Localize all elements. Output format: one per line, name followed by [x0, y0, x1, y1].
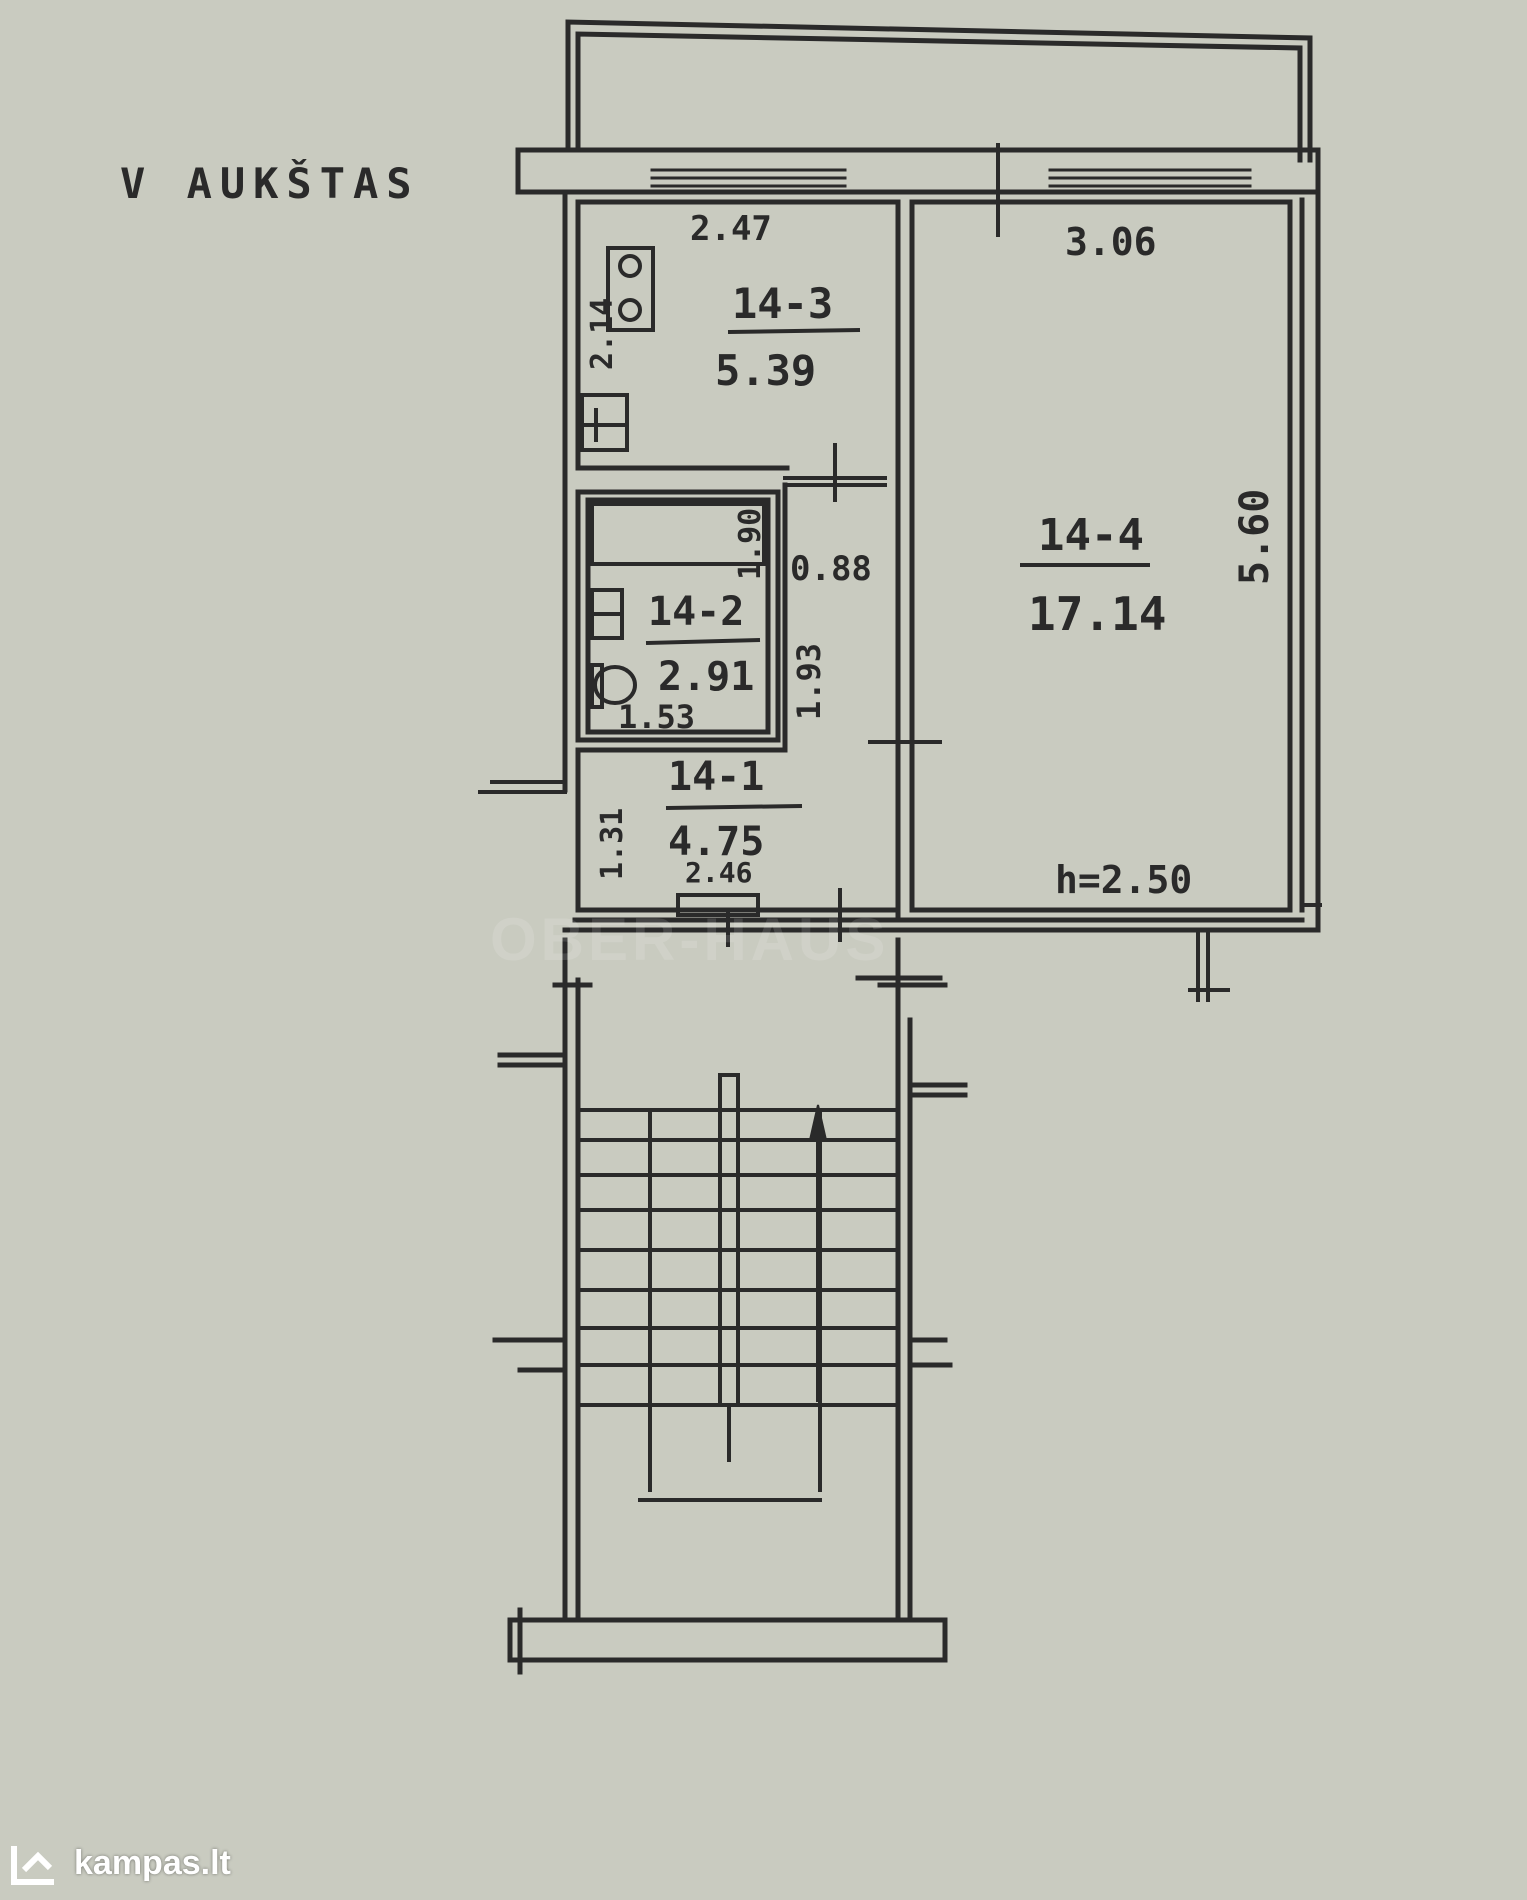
kitchen-walls — [575, 199, 1293, 923]
stair-handrail — [718, 1073, 740, 1462]
dim-hall-width: 1.31 — [595, 808, 630, 880]
closet-door — [783, 443, 887, 502]
room-14-3-area: 5.39 — [715, 346, 816, 395]
room-door-marks — [868, 698, 942, 782]
bathtub-icon — [590, 502, 766, 566]
floor-label: V AUKŠTAS — [120, 158, 420, 208]
room-14-2-id: 14-2 — [648, 589, 744, 635]
room-14-2-area: 2.91 — [658, 654, 754, 700]
room-14-1-area: 4.75 — [668, 819, 764, 865]
dim-bath-depth: 1.90 — [733, 508, 768, 580]
washbasin-icon — [590, 588, 624, 640]
label-underlines — [645, 327, 1150, 811]
room-14-1-id: 14-1 — [668, 754, 764, 800]
dim-closet-area: 0.88 — [790, 549, 872, 589]
room-14-3-id: 14-3 — [732, 279, 833, 328]
toilet-icon — [590, 663, 637, 709]
dim-entry-width: 2.46 — [685, 856, 752, 889]
room-14-4-id: 14-4 — [1038, 510, 1144, 561]
balcony — [565, 19, 1313, 163]
dim-room-width: 3.06 — [1065, 220, 1157, 264]
dim-hall-length: 1.93 — [790, 643, 828, 720]
sink-icon — [580, 393, 629, 452]
stair-arrow-head — [808, 1104, 828, 1141]
ceiling-height: h=2.50 — [1055, 858, 1192, 902]
dim-bath-width: 1.53 — [618, 698, 695, 736]
stairwell-walls — [492, 937, 968, 1675]
watermark: OBER-HAUS — [490, 906, 890, 973]
stove-icon — [606, 246, 655, 332]
wall-stubs — [478, 780, 1322, 1002]
site-logo: kampas.lt — [8, 1838, 231, 1888]
kampas-logo-icon — [11, 1846, 54, 1885]
dim-room-length: 5.60 — [1232, 489, 1278, 585]
site-logo-text: kampas.lt — [74, 1843, 231, 1882]
dim-kitchen-width: 2.47 — [690, 209, 772, 249]
window-kitchen — [650, 168, 847, 188]
bathroom-walls — [575, 489, 781, 743]
dim-kitchen-depth: 2.14 — [585, 298, 620, 370]
room-14-4-area: 17.14 — [1028, 587, 1166, 641]
outer-walls — [515, 147, 1321, 933]
window-room — [1048, 168, 1252, 188]
hallway-walls — [575, 482, 901, 913]
entry-door — [676, 888, 842, 947]
